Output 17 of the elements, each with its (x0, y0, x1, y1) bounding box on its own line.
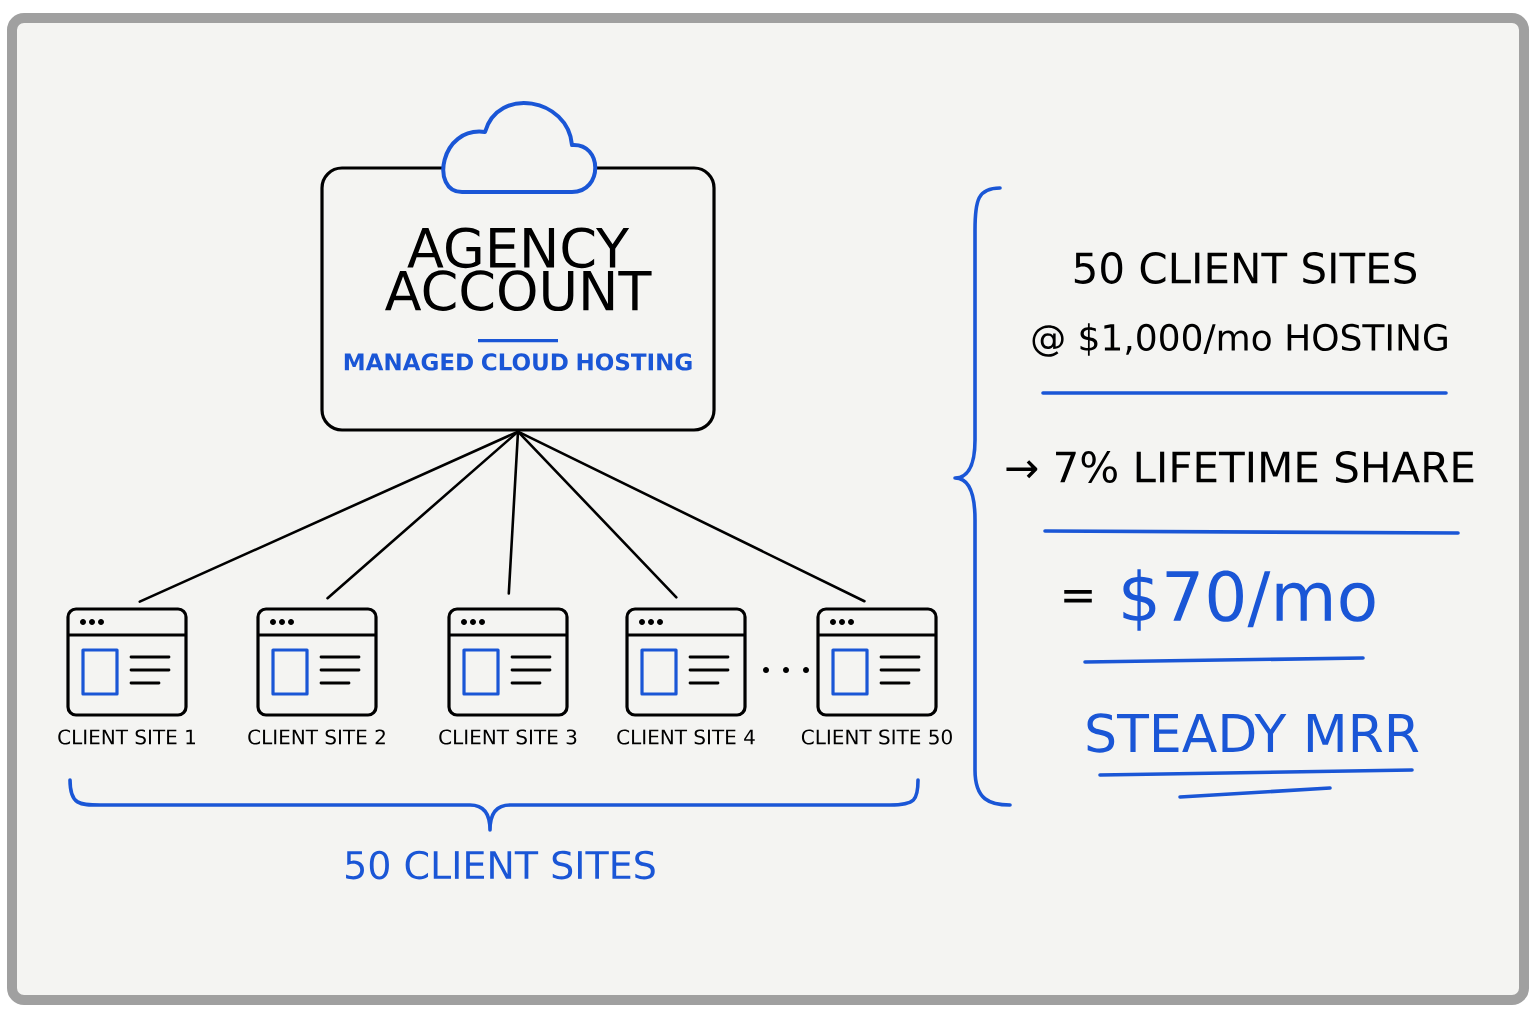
result-text: STEADY MRR (1087, 713, 1419, 753)
site-label: CLIENT SITE 50 (801, 729, 952, 745)
connector-line (507, 430, 520, 595)
account-box: AGENCY ACCOUNT MANAGED CLOUD HOSTING (320, 166, 716, 432)
result-text: $70/mo (1123, 569, 1375, 631)
site-label: CLIENT SITE 4 (617, 729, 755, 745)
note-text: → 7% LIFETIME SHARE (1006, 451, 1474, 483)
site-label: CLIENT SITE 1 (58, 729, 195, 745)
connector-line (516, 430, 678, 599)
site-label: CLIENT SITE 2 (248, 729, 385, 745)
brace-label: 50 CLIENT SITES (346, 850, 655, 880)
equals-sign: = (1064, 590, 1092, 603)
connector-line (516, 430, 866, 603)
site-label: CLIENT SITE 3 (439, 729, 577, 745)
note-text: 50 CLIENT SITES (1074, 252, 1416, 284)
note-text: @ $1,000/mo HOSTING (1032, 323, 1447, 357)
connector-line (326, 430, 520, 600)
